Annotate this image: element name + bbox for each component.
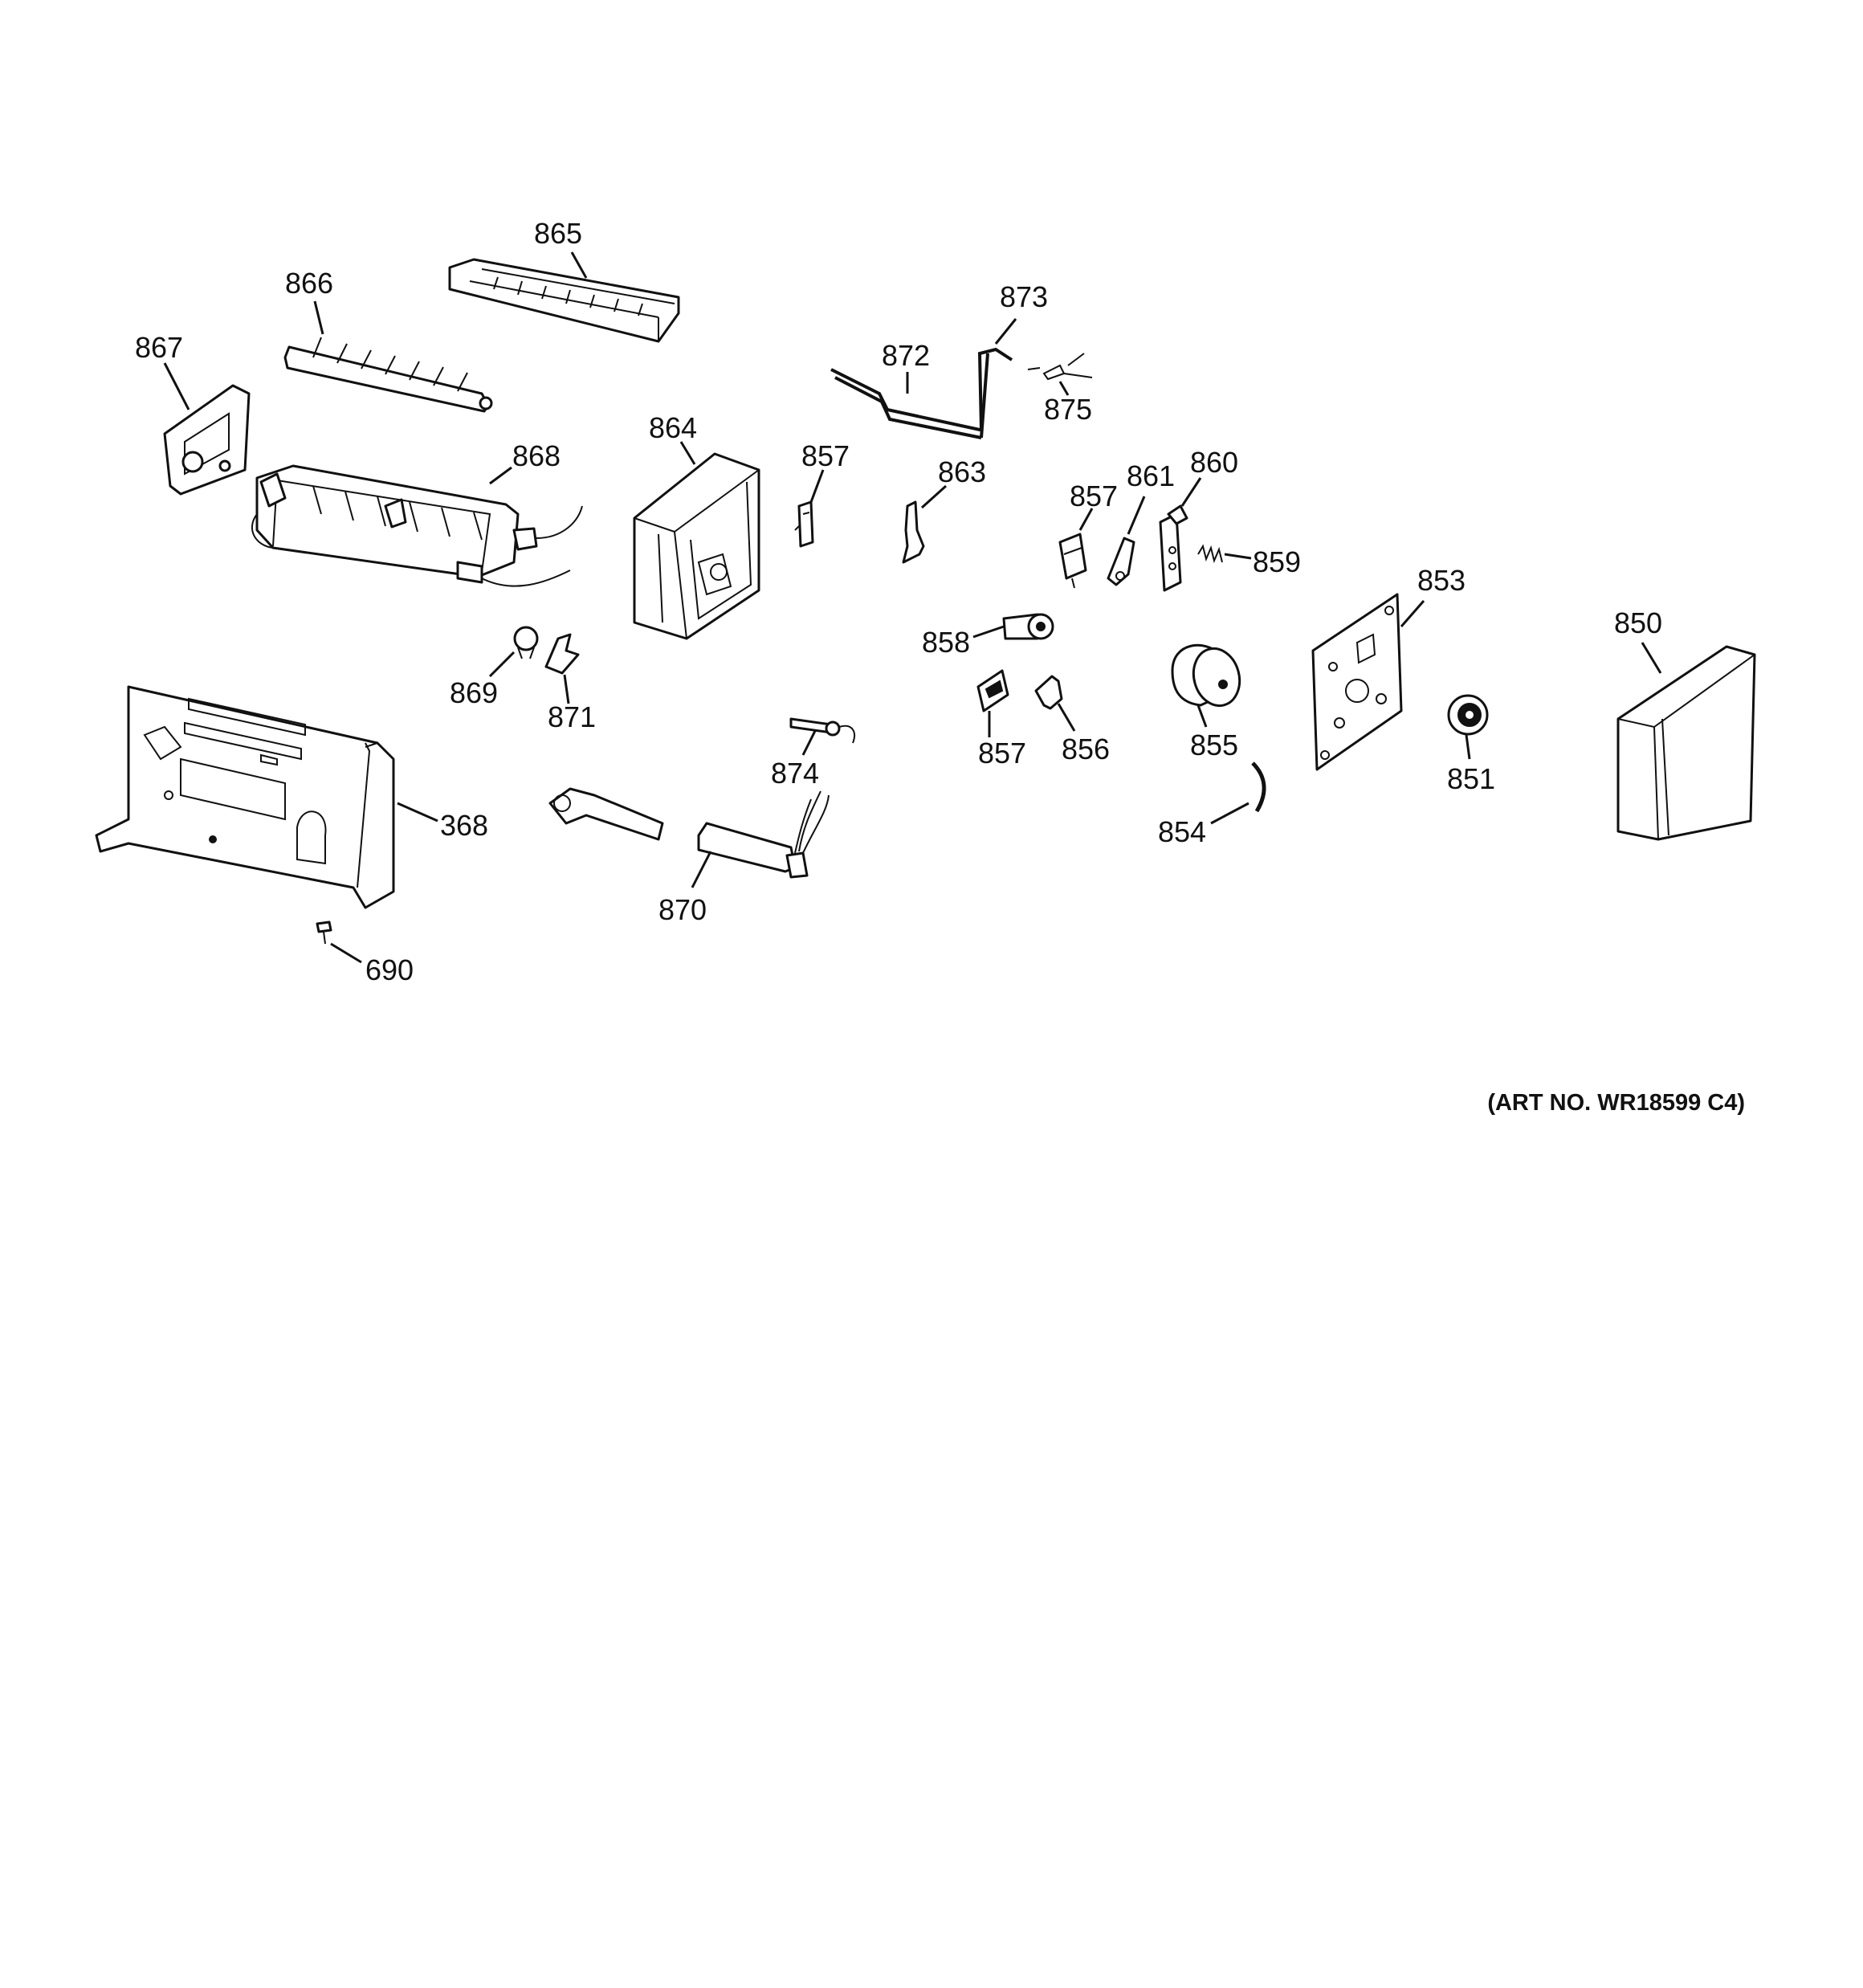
leader-368 (397, 802, 438, 823)
part-label-690: 690 (365, 953, 414, 986)
part-fill-tube-drawing (548, 787, 664, 841)
leader-853 (1400, 600, 1425, 627)
part-label-873: 873 (1000, 280, 1048, 313)
part-368-drawing (95, 685, 395, 909)
leader-875 (1058, 381, 1070, 396)
part-855-drawing (1171, 643, 1241, 708)
part-864-drawing (633, 452, 760, 640)
part-label-864: 864 (649, 411, 697, 444)
part-869-drawing (513, 626, 539, 659)
part-863-drawing (902, 500, 925, 564)
part-861-drawing (1107, 537, 1135, 586)
part-label-855: 855 (1190, 729, 1238, 761)
leader-865 (570, 251, 588, 279)
part-label-858: 858 (922, 626, 970, 659)
part-label-860: 860 (1190, 446, 1238, 479)
part-label-867: 867 (135, 331, 183, 364)
part-875-drawing (1027, 353, 1093, 381)
part-870-drawing (697, 790, 830, 879)
part-868-drawing (251, 464, 583, 587)
part-label-863: 863 (938, 455, 986, 488)
part-label-861: 861 (1127, 459, 1175, 492)
leader-854 (1210, 802, 1249, 825)
leader-860 (1180, 477, 1202, 507)
part-label-853: 853 (1417, 564, 1466, 597)
leader-851 (1465, 734, 1471, 760)
part-label-856: 856 (1062, 733, 1110, 765)
part-label-871: 871 (548, 700, 596, 733)
leader-873 (994, 318, 1017, 345)
leader-868 (489, 466, 512, 485)
part-856-drawing (1034, 675, 1063, 710)
part-850-drawing (1616, 645, 1756, 841)
part-label-869: 869 (450, 676, 498, 709)
part-label-872: 872 (882, 339, 930, 372)
part-label-857b: 857 (1070, 480, 1118, 512)
part-label-875: 875 (1044, 393, 1092, 426)
part-label-368: 368 (440, 809, 488, 842)
part-865-drawing (448, 258, 680, 343)
art-number-caption: (ART NO. WR18599 C4) (1487, 1090, 1745, 1116)
leader-859 (1224, 553, 1252, 560)
part-label-868: 868 (512, 439, 561, 472)
leader-863 (920, 484, 948, 509)
part-866-drawing (283, 337, 493, 413)
leader-861 (1127, 496, 1146, 535)
part-867-drawing (163, 384, 251, 496)
part-label-859: 859 (1253, 545, 1301, 578)
part-857b-drawing (1058, 533, 1087, 589)
leader-869 (488, 651, 516, 678)
leader-857b (1078, 508, 1094, 531)
part-label-857c: 857 (978, 737, 1026, 769)
part-label-866: 866 (285, 267, 333, 300)
leader-850 (1641, 642, 1662, 674)
part-690-drawing (316, 921, 332, 945)
leader-864 (679, 441, 696, 465)
leader-856 (1057, 703, 1076, 732)
part-874-drawing (789, 717, 855, 744)
part-label-854: 854 (1158, 815, 1206, 848)
leader-870 (691, 851, 712, 888)
part-872-873-drawing (830, 347, 1013, 439)
part-857c-drawing (976, 669, 1009, 712)
part-label-850: 850 (1614, 606, 1662, 639)
leader-857a (809, 469, 825, 503)
part-871-drawing (544, 633, 580, 675)
leader-874 (801, 730, 817, 756)
part-label-857a: 857 (801, 439, 850, 472)
part-label-865: 865 (534, 217, 582, 250)
leader-855 (1196, 704, 1208, 728)
part-860-drawing (1159, 504, 1188, 592)
part-label-870: 870 (658, 893, 707, 926)
part-853-drawing (1311, 593, 1403, 771)
part-858-drawing (1002, 613, 1054, 640)
leader-690 (330, 942, 362, 964)
part-859-drawing (1197, 544, 1223, 564)
part-857a-drawing (794, 500, 814, 548)
leader-858 (972, 625, 1005, 639)
leader-867 (163, 362, 190, 410)
part-label-874: 874 (771, 757, 819, 790)
part-854-drawing (1251, 761, 1266, 813)
leader-866 (313, 300, 324, 335)
leader-871 (563, 674, 570, 704)
part-851-drawing (1447, 694, 1489, 736)
part-label-851: 851 (1447, 762, 1495, 795)
